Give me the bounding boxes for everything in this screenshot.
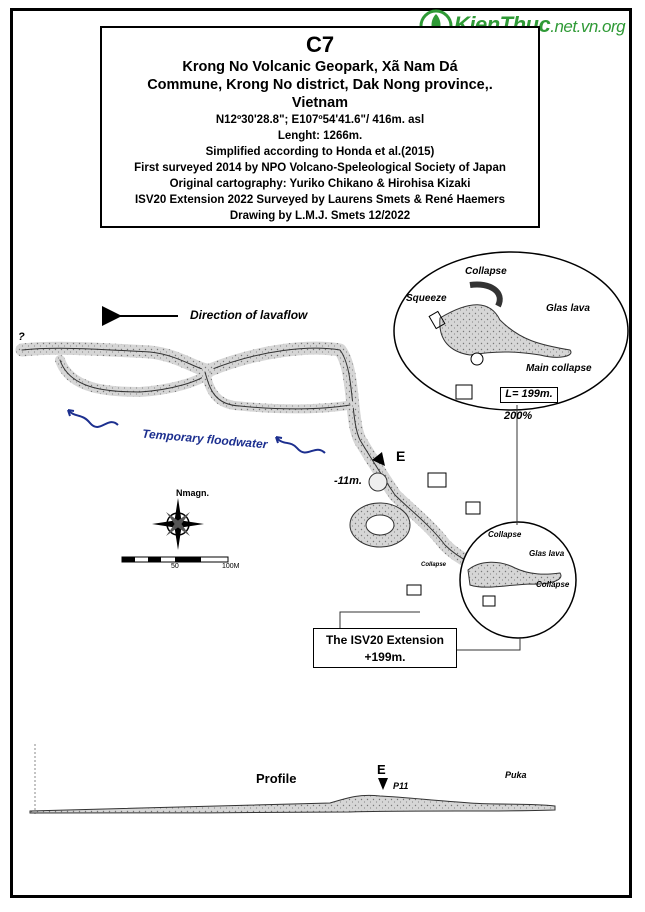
extension-survey: ISV20 Extension 2022 Surveyed by Laurens… [134,194,506,206]
cave-length: Lenght: 1266m. [277,130,363,142]
floodwater-arrows [67,409,326,454]
inset-bottom-drawing [459,521,577,639]
profile-puka-label: Puka [505,770,527,780]
profile-title: Profile [256,771,297,786]
drawing-credit: Drawing by L.M.J. Smets 12/2022 [229,210,411,222]
lavaflow-label: Direction of lavaflow [190,308,308,322]
entrance-marker-icon [372,452,385,466]
cartography: Original cartography: Yuriko Chikano & H… [169,178,471,190]
extension-box: The ISV20 Extension +199m. [313,628,457,668]
profile-passage [29,794,556,814]
first-survey: First surveyed 2014 by NPO Volcano-Spele… [134,162,506,174]
simplified-note: Simplified according to Honda et al.(201… [205,146,435,158]
cave-name-line-2: Commune, Krong No district, Dak Nong pro… [147,77,493,93]
inset-bottom-collapse-left: Collapse [421,562,447,568]
floodwater-wave-left-icon [67,409,119,428]
north-label: Nmagn. [176,488,210,498]
inset-top-collapse: Collapse [465,266,507,277]
profile-section [29,744,556,816]
cave-name-line-3: Vietnam [291,95,349,111]
watermark-domain: .net.vn [550,17,598,36]
inset-top-drawing [393,251,629,411]
profile-entrance-label: E [377,762,386,777]
extension-title: The ISV20 Extension [325,633,445,647]
scale-bar [121,556,229,563]
inset-bottom-glas-lava: Glas lava [529,549,565,558]
map-frame [10,8,632,898]
title-box: C7 Krong No Volcanic Geopark, Xã Nam Dá … [100,26,540,228]
inset-top-length-box: L= 199m. [500,387,558,403]
scale-label-50: 50 [171,563,179,570]
entrance-label: E [396,448,406,464]
profile-p11-label: P11 [393,781,409,791]
coordinates: N12º30'28.8"; E107º54'41.6"/ 416m. asl [215,114,425,126]
feature-icons [406,472,481,596]
inset-top-squeeze: Squeeze [406,293,447,304]
profile-entrance-icon [378,778,388,790]
inset-top-glas-lava: Glas lava [546,303,590,314]
extension-length: +199m. [364,650,406,664]
cave-name-line-1: Krong No Volcanic Geopark, Xã Nam Dá [182,59,458,75]
inset-top-scale: 200% [504,410,533,422]
cave-passages [15,341,507,582]
floodwater-wave-right-icon [275,436,326,454]
unexplored-marker: ? [18,331,25,343]
depth-label: -11m. [334,475,362,487]
inset-bottom-collapse-top: Collapse [488,530,522,539]
inset-top-main-collapse: Main collapse [526,363,592,374]
watermark-suffix: .org [597,17,626,36]
inset-bottom-collapse-right: Collapse [536,580,570,589]
cave-code: C7 [305,32,335,57]
compass-rose-icon [152,498,204,550]
scale-label-100: 100M [222,563,240,570]
leader-lines [339,405,521,651]
